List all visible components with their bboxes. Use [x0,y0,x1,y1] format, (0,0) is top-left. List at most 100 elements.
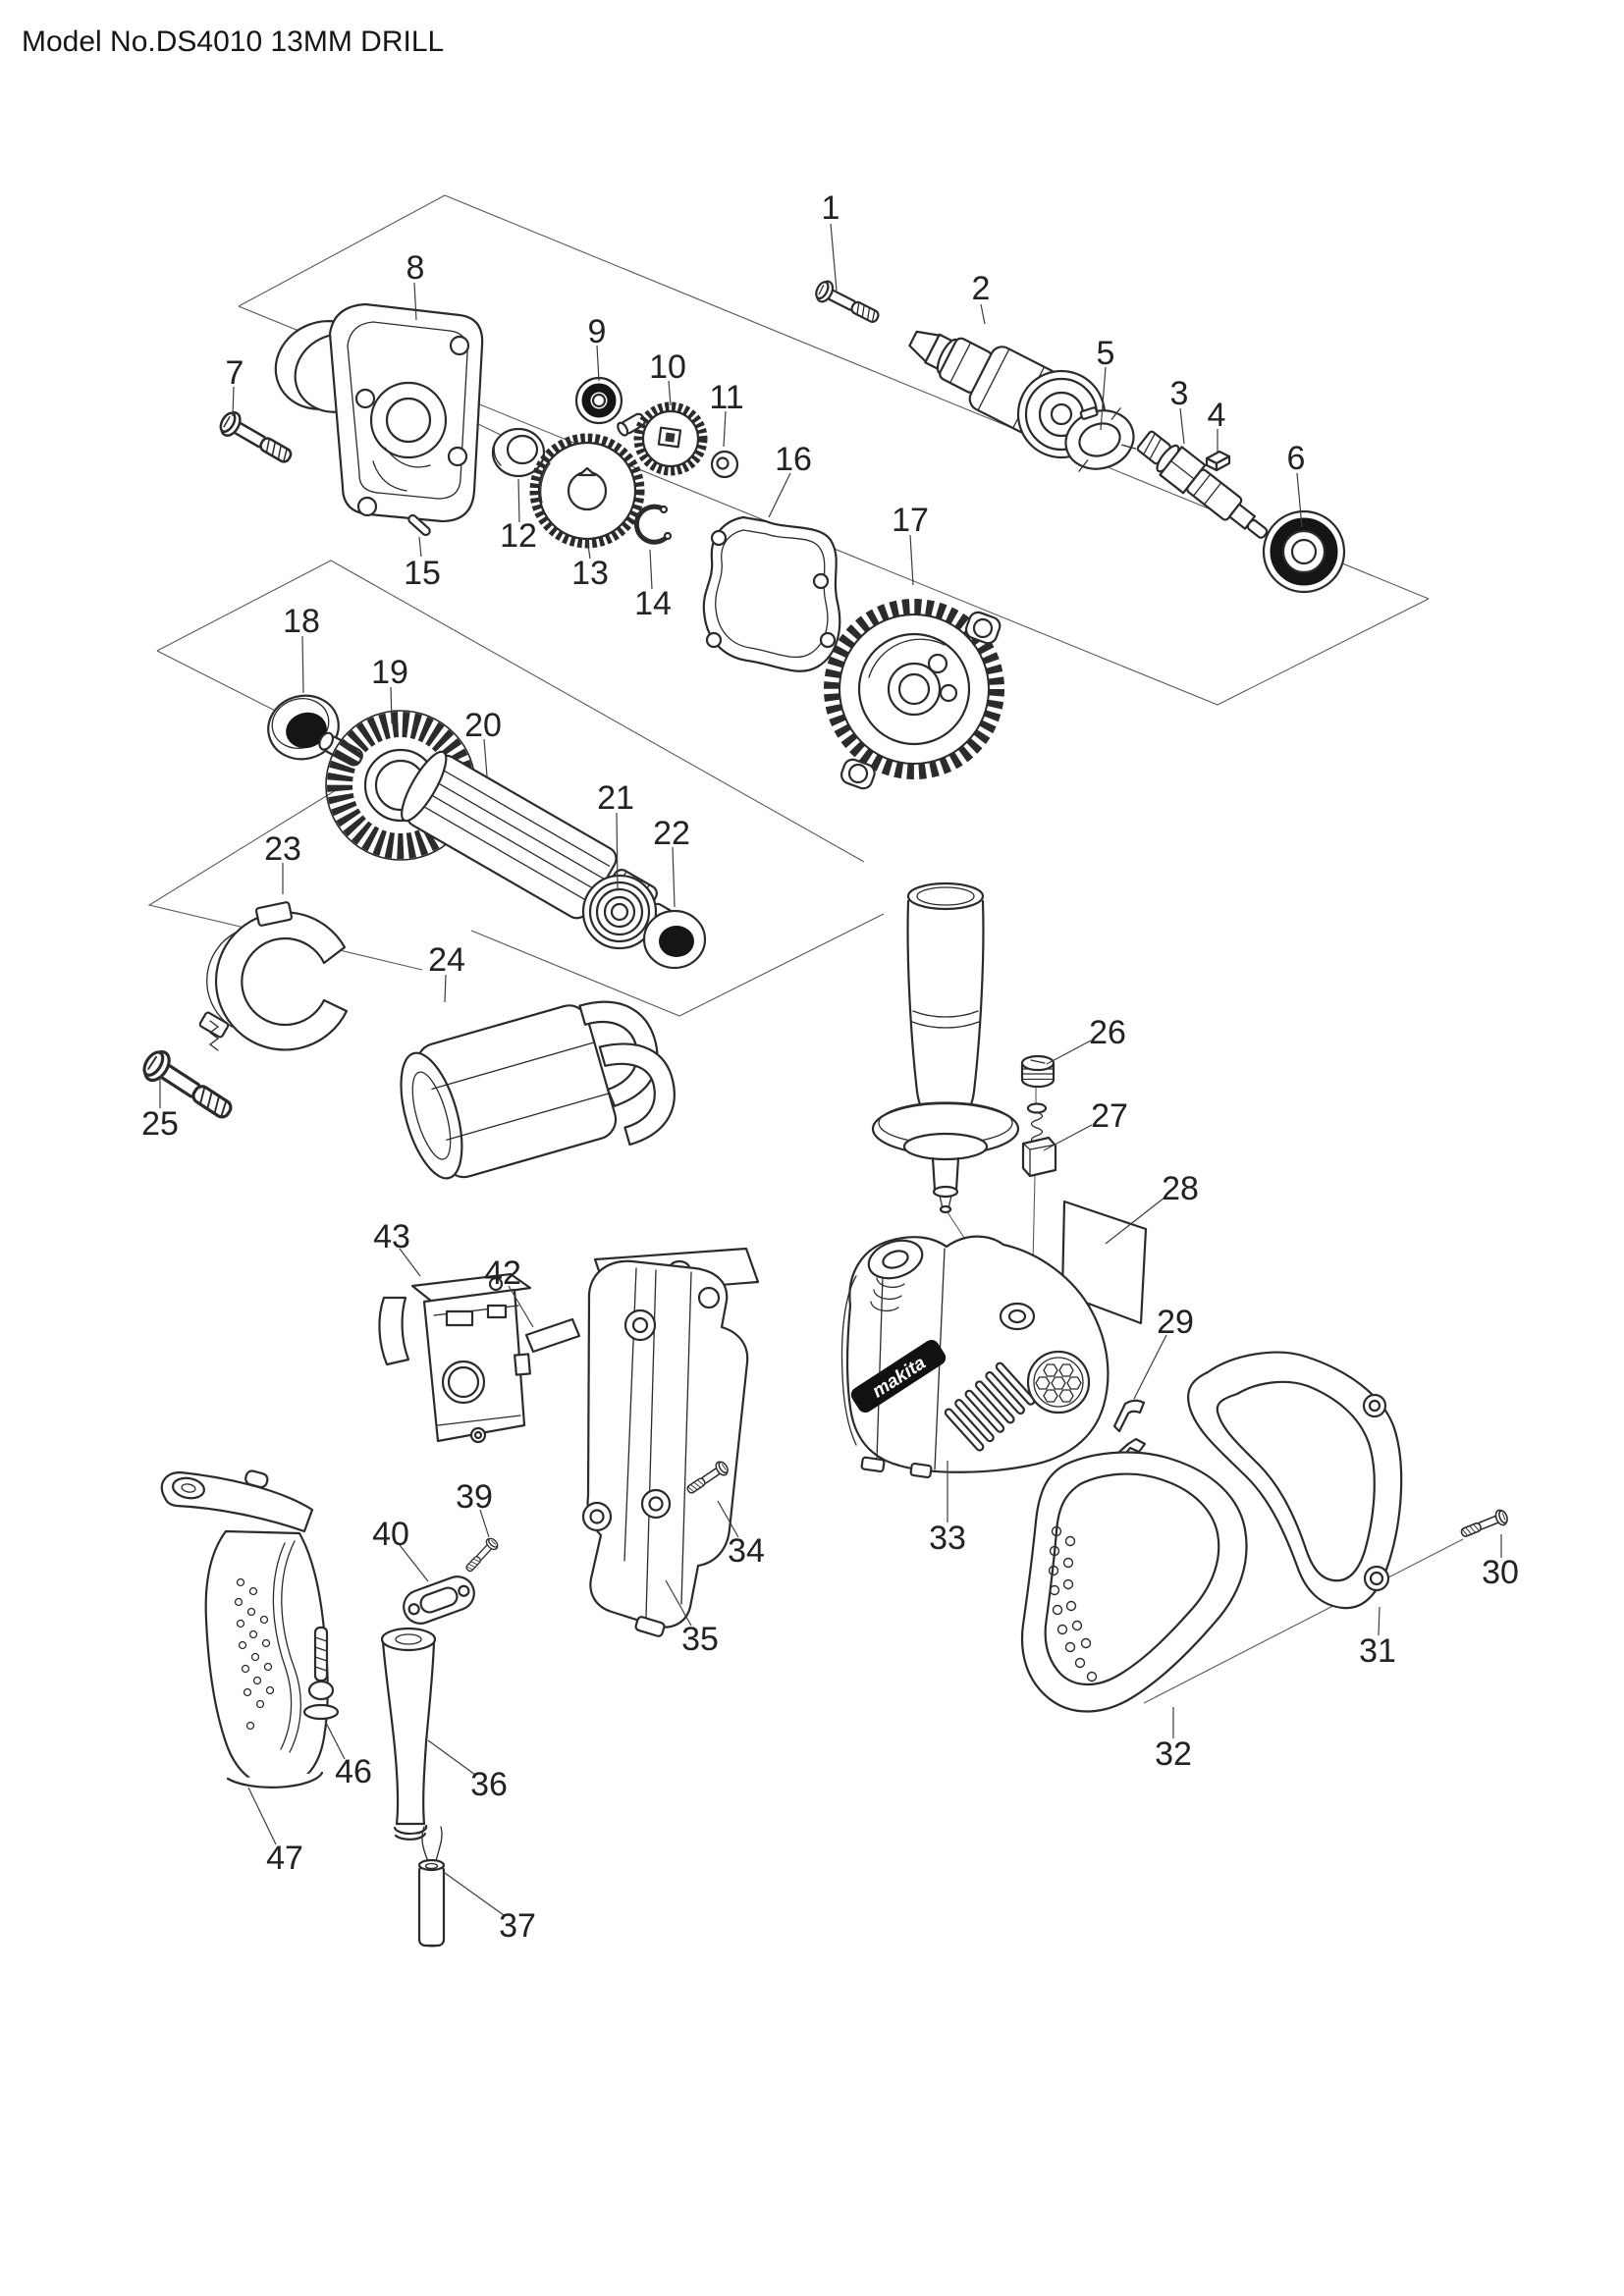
part-leader-42 [508,1285,534,1328]
part-number-24: 24 [428,941,465,979]
part-number-12: 12 [500,517,537,555]
part-number-36: 36 [470,1766,508,1803]
part-number-25: 25 [141,1105,179,1143]
part-15-pin-drawing [407,513,431,537]
construction-line-8 [1143,1538,1464,1704]
part-5-lock-ring-drawing [1064,406,1137,472]
part-number-23: 23 [264,830,301,868]
part-leader-26 [1046,1040,1092,1065]
part-47-grip-drawing [160,1469,329,1789]
part-26-brush-cap-drawing [1020,1054,1056,1089]
part-24-field-stator-drawing [400,1000,676,1180]
part-leader-37 [444,1872,505,1916]
grip-dots [234,1577,275,1731]
part-13-gear-drawing [529,433,645,549]
side-handle-grip-drawing [871,881,1020,1214]
part-leader-24 [444,974,447,1003]
part-46-screw-drawing [302,1626,340,1721]
part-leader-47 [247,1787,277,1845]
part-number-26: 26 [1089,1014,1126,1051]
part-number-11: 11 [709,379,743,416]
part-number-37: 37 [499,1907,536,1945]
part-leader-7 [232,386,235,417]
part-43-switch-drawing [378,1272,532,1444]
part-14-circlip-drawing [633,504,673,545]
part-leader-16 [768,472,791,518]
part-leader-29 [1133,1334,1167,1400]
part-number-3: 3 [1170,375,1189,412]
part-8-gear-housing-drawing [274,302,484,523]
part-3-spindle-drawing [1136,430,1269,539]
part-leader-8 [413,282,417,321]
part-27-carbon-brush-drawing [1021,1102,1057,1178]
part-number-42: 42 [484,1255,521,1292]
part-number-32: 32 [1155,1735,1192,1773]
part-10-gear-drawing [617,401,708,476]
part-33-motor-housing-drawing: makita [840,1235,1110,1479]
part-leader-10 [668,380,672,406]
part-40-clamp-plate-drawing [403,1575,475,1625]
part-number-30: 30 [1482,1554,1519,1591]
part-number-1: 1 [822,189,840,227]
part-numbers: 1234567891011121314151617181920212223242… [141,189,1519,1945]
part-number-19: 19 [371,654,408,691]
part-number-8: 8 [406,249,425,287]
part-leader-3 [1179,407,1185,445]
construction-line-6 [470,913,885,1017]
part-leader-15 [418,536,422,558]
part-leader-27 [1043,1124,1093,1151]
part-37-cord-drawing [417,1826,446,1948]
part-leader-35 [665,1579,692,1627]
part-number-22: 22 [653,815,690,852]
part-30-screw-drawing [1458,1507,1511,1542]
part-23-brush-holder-drawing [198,901,349,1051]
part-leader-31 [1378,1606,1380,1636]
part-number-35: 35 [681,1621,719,1658]
part-11-washer-drawing [710,450,739,479]
part-leader-9 [596,345,600,382]
part-number-7: 7 [226,354,244,392]
part-leader-46 [324,1720,346,1760]
part-number-10: 10 [649,348,686,386]
part-6-ball-bearing-drawing [1262,509,1346,594]
leader-lines [159,223,1502,1916]
part-36-boot-drawing [380,1627,437,1841]
part-number-46: 46 [335,1753,372,1790]
part-35-handle-housing-drawing [581,1247,760,1637]
part-number-14: 14 [634,585,672,622]
part-32-handle-cover-drawing [1020,1451,1248,1713]
construction-line-2 [238,305,1430,706]
part-number-5: 5 [1097,335,1115,372]
part-7-screw-drawing [215,407,298,470]
part-number-29: 29 [1157,1304,1194,1341]
part-leader-28 [1105,1197,1165,1245]
part-number-34: 34 [728,1532,765,1570]
part-39-screw-drawing [461,1535,501,1575]
part-leader-14 [649,549,653,590]
part-leader-34 [717,1500,739,1538]
part-31-handle-cover-drawing [1187,1351,1403,1610]
part-number-47: 47 [266,1840,303,1877]
part-leader-5 [1100,366,1107,431]
part-number-13: 13 [571,555,609,592]
grill-honeycomb [1035,1363,1082,1403]
part-number-4: 4 [1208,397,1226,434]
part-number-39: 39 [456,1478,493,1516]
part-42-plate-drawing [524,1317,581,1354]
part-leader-17 [909,534,914,586]
construction-line-4 [156,650,296,721]
part-leader-19 [390,686,393,724]
part-leader-22 [672,846,676,908]
part-number-15: 15 [404,555,441,592]
part-16-gasket-drawing [702,515,841,672]
grip-holes [1048,1525,1098,1682]
part-number-43: 43 [373,1218,410,1255]
construction-line-3 [156,560,865,863]
part-leader-39 [479,1509,490,1538]
part-number-20: 20 [464,707,502,744]
part-leader-11 [723,410,727,448]
part-leader-36 [427,1739,476,1776]
part-leader-18 [301,635,304,694]
part-21-ball-bearing-drawing [581,874,658,950]
